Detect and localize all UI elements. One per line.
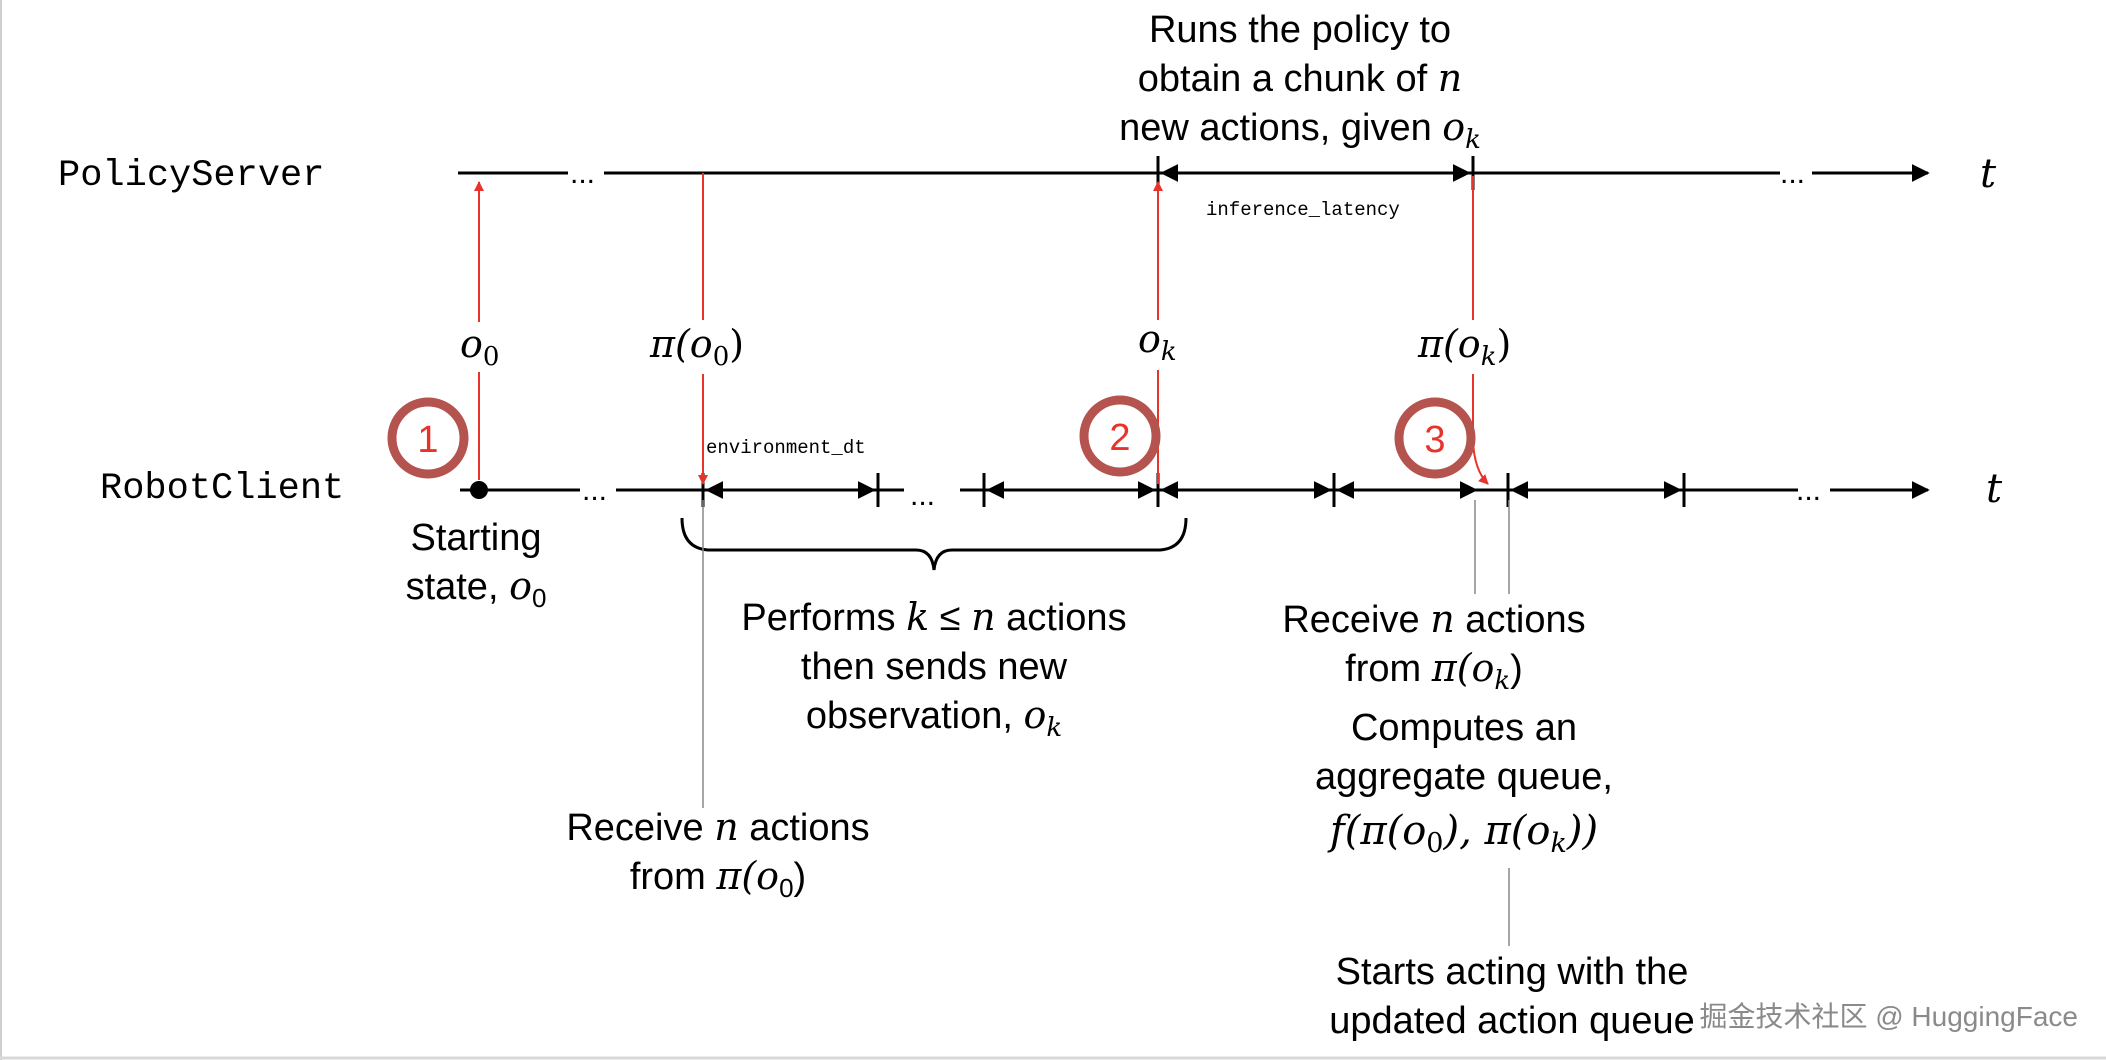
- annotation-receive-ok: Receive n actions from π(ok): [1282, 597, 1585, 696]
- svg-text:3: 3: [1424, 419, 1445, 461]
- inference-latency-label: inference_latency: [1206, 199, 1400, 221]
- step-badge-2: 2: [1079, 395, 1161, 477]
- environment-dt-label: environment_dt: [706, 437, 866, 459]
- svg-text:aggregate queue,: aggregate queue,: [1315, 756, 1613, 798]
- svg-text:Performs k ≤ n actions: Performs k ≤ n actions: [741, 595, 1126, 639]
- svg-text:from π(o0): from π(o0): [630, 854, 806, 903]
- policyserver-label: PolicyServer: [58, 155, 324, 197]
- svg-text:1: 1: [417, 419, 438, 461]
- annotation-starting-state: Starting state, o0: [406, 517, 547, 613]
- svg-text:observation, ok: observation, ok: [806, 693, 1062, 743]
- svg-text:Starts acting with the: Starts acting with the: [1336, 951, 1689, 993]
- svg-text:from π(ok): from π(ok): [1345, 646, 1523, 696]
- step-badge-1: 1: [387, 397, 469, 479]
- svg-text:state, o0: state, o0: [406, 564, 547, 613]
- svg-text:Receive n actions: Receive n actions: [566, 805, 869, 849]
- svg-text:Starting: Starting: [411, 517, 542, 559]
- label-o0-bg: [452, 322, 508, 372]
- server-ellipsis-right: ...: [1780, 157, 1805, 190]
- client-ellipsis-left: ...: [582, 474, 607, 507]
- label-ok: ok: [1138, 317, 1177, 367]
- client-ellipsis-right: ...: [1796, 474, 1821, 507]
- step-badge-3: 3: [1394, 397, 1476, 479]
- label-pi-o0: π(o0): [649, 322, 744, 372]
- svg-text:obtain a chunk of n: obtain a chunk of n: [1138, 56, 1462, 100]
- annotation-computes: Computes an aggregate queue, f(π(o0), π(…: [1315, 707, 1613, 859]
- label-ok-bg: [1132, 320, 1188, 370]
- label-pi-o0-bg: [645, 320, 760, 374]
- svg-text:f(π(o0), π(ok)): f(π(o0), π(ok)): [1327, 808, 1598, 859]
- svg-text:2: 2: [1109, 417, 1130, 459]
- annotation-performs: Performs k ≤ n actions then sends new ob…: [741, 595, 1126, 743]
- svg-text:then sends new: then sends new: [801, 646, 1068, 688]
- robotclient-label: RobotClient: [100, 468, 344, 510]
- server-ellipsis-left: ...: [570, 157, 595, 190]
- client-ellipsis-mid: ...: [910, 479, 935, 512]
- svg-text:Runs the policy to: Runs the policy to: [1149, 9, 1451, 51]
- svg-text:updated action queue: updated action queue: [1329, 1000, 1695, 1042]
- annotation-runs-policy: Runs the policy to obtain a chunk of n n…: [1119, 9, 1481, 155]
- label-pi-ok: π(ok): [1417, 322, 1511, 372]
- client-ellipsis-mid-bg: [904, 478, 960, 504]
- client-time-symbol: t: [1986, 466, 2003, 512]
- svg-text:Computes an: Computes an: [1351, 707, 1577, 749]
- label-pi-ok-bg: [1415, 320, 1529, 374]
- starting-state-dot: [470, 481, 488, 499]
- svg-text:Receive n actions: Receive n actions: [1282, 597, 1585, 641]
- svg-text:new actions, given ok: new actions, given ok: [1119, 105, 1481, 155]
- annotation-receive-o0: Receive n actions from π(o0): [566, 805, 869, 903]
- label-o0: o0: [460, 322, 499, 372]
- server-time-symbol: t: [1980, 151, 1997, 197]
- performs-brace: [680, 517, 1188, 571]
- watermark: 掘金技术社区 @ HuggingFace: [1699, 1001, 2078, 1032]
- annotation-starts-acting: Starts acting with the updated action qu…: [1329, 951, 1695, 1042]
